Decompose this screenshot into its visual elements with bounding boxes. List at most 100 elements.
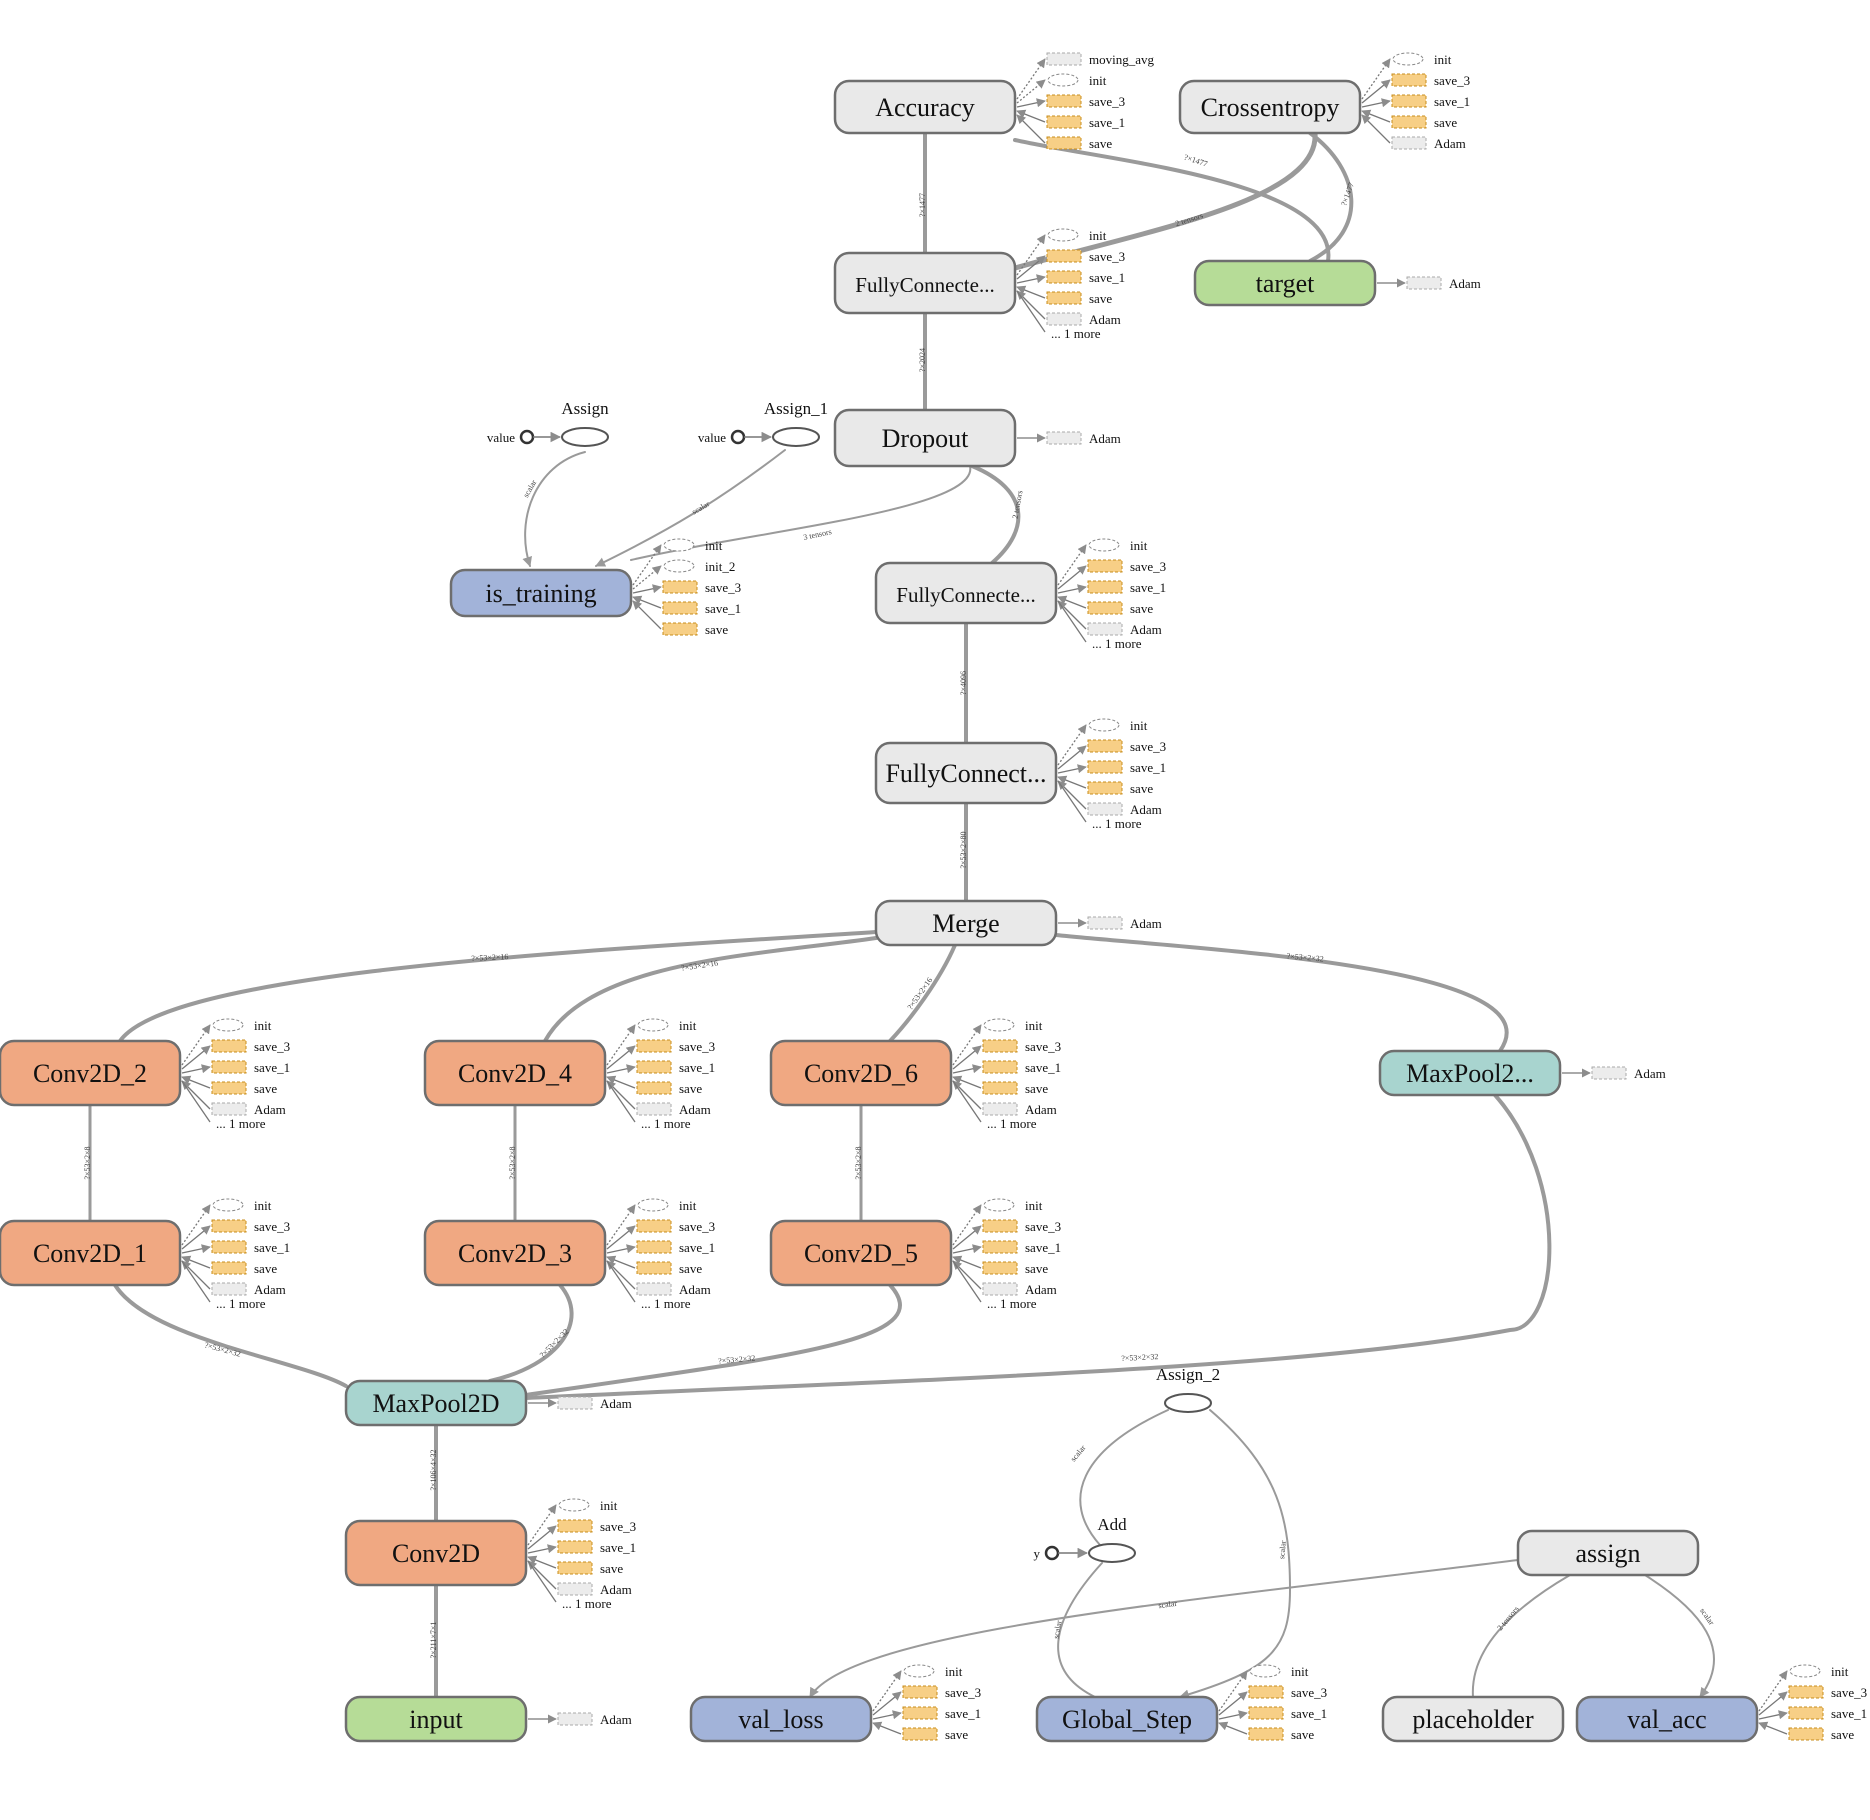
node-fc1[interactable]: FullyConnecte...initsave_3save_1saveAdam… [833, 228, 1125, 341]
port-edge [1057, 745, 1087, 770]
port-label: save_1 [1025, 1240, 1061, 1255]
edge-e7 [595, 449, 786, 567]
port-label: Adam [1089, 431, 1121, 446]
port-save-1-icon [557, 1540, 593, 1554]
port-edge [606, 1075, 636, 1089]
port-label: init [1025, 1198, 1043, 1213]
nodes-layer: Accuracymoving_avginitsave_3save_1saveCr… [0, 52, 1867, 1743]
port-edge [952, 1260, 982, 1290]
edge-e2 [1012, 130, 1318, 271]
port-label: save_3 [1130, 739, 1166, 754]
port-edge [632, 600, 662, 630]
edge-label: scalar [1051, 1619, 1063, 1639]
port-save-1-icon [1046, 270, 1082, 284]
port-label: save [705, 622, 728, 637]
port-label: save_3 [254, 1039, 290, 1054]
node-box [344, 1379, 528, 1427]
port-list: Adam [1562, 1066, 1666, 1081]
edge-label: ?×211×7×1 [429, 1622, 438, 1659]
node-box [1193, 259, 1377, 307]
port-save-icon [636, 1081, 672, 1095]
port-label: save_1 [1831, 1706, 1867, 1721]
port-save-icon [1046, 291, 1082, 305]
port-label: save [600, 1561, 623, 1576]
node-box [769, 1219, 953, 1287]
node-fc2[interactable]: FullyConnecte...initsave_3save_1saveAdam… [874, 538, 1166, 651]
port-edge [1057, 584, 1087, 594]
op-assign2-op[interactable]: Assign_2 [1156, 1365, 1220, 1413]
port-edge [1361, 58, 1391, 100]
edge-e25 [1079, 1409, 1169, 1546]
port-edge [181, 1225, 211, 1250]
port-edge [606, 1255, 636, 1269]
port-label: save [1434, 115, 1457, 130]
port-adam-icon [1406, 276, 1442, 290]
node-maxpool2[interactable]: MaxPool2...Adam [1378, 1049, 1666, 1097]
port-edge [181, 1255, 211, 1269]
port-label: Adam [600, 1582, 632, 1597]
port-init-icon [1392, 52, 1424, 66]
node-box [769, 1039, 953, 1107]
port-label: Adam [1434, 136, 1466, 151]
node-assign[interactable]: assign [1516, 1529, 1700, 1577]
more-ports-label: ... 1 more [216, 1296, 266, 1311]
port-label: Adam [1130, 802, 1162, 817]
node-label: is_training [485, 579, 596, 608]
port-edge [1057, 780, 1087, 810]
port-label: save_1 [1291, 1706, 1327, 1721]
node-box [874, 741, 1058, 805]
node-box [0, 1039, 182, 1107]
port-label: save [1089, 136, 1112, 151]
node-fc3[interactable]: FullyConnect...initsave_3save_1saveAdam.… [874, 718, 1166, 831]
port-adam-icon [1087, 802, 1123, 816]
node-label: FullyConnecte... [855, 273, 994, 297]
node-placeholder[interactable]: placeholder [1381, 1695, 1565, 1743]
port-edge [1016, 255, 1046, 280]
node-box [1575, 1695, 1759, 1743]
node-label: Accuracy [875, 93, 975, 122]
input-port-label: value [487, 430, 515, 445]
port-save-icon [211, 1081, 247, 1095]
edge-label: ?×53×2×16 [471, 952, 509, 963]
port-edge [181, 1045, 211, 1070]
edge-e6 [522, 451, 586, 567]
port-edge [952, 1024, 982, 1066]
port-edge [632, 584, 662, 594]
port-edge [872, 1710, 902, 1720]
edge-e30 [1644, 1574, 1716, 1698]
port-save-3-icon [211, 1039, 247, 1053]
port-edge [1016, 109, 1046, 123]
port-save-1-icon [1248, 1706, 1284, 1720]
port-adam-icon [1591, 1066, 1627, 1080]
node-label: Conv2D_5 [804, 1239, 918, 1268]
port-adam-icon [211, 1282, 247, 1296]
port-label: moving_avg [1089, 52, 1154, 67]
input-port-icon [730, 429, 746, 445]
